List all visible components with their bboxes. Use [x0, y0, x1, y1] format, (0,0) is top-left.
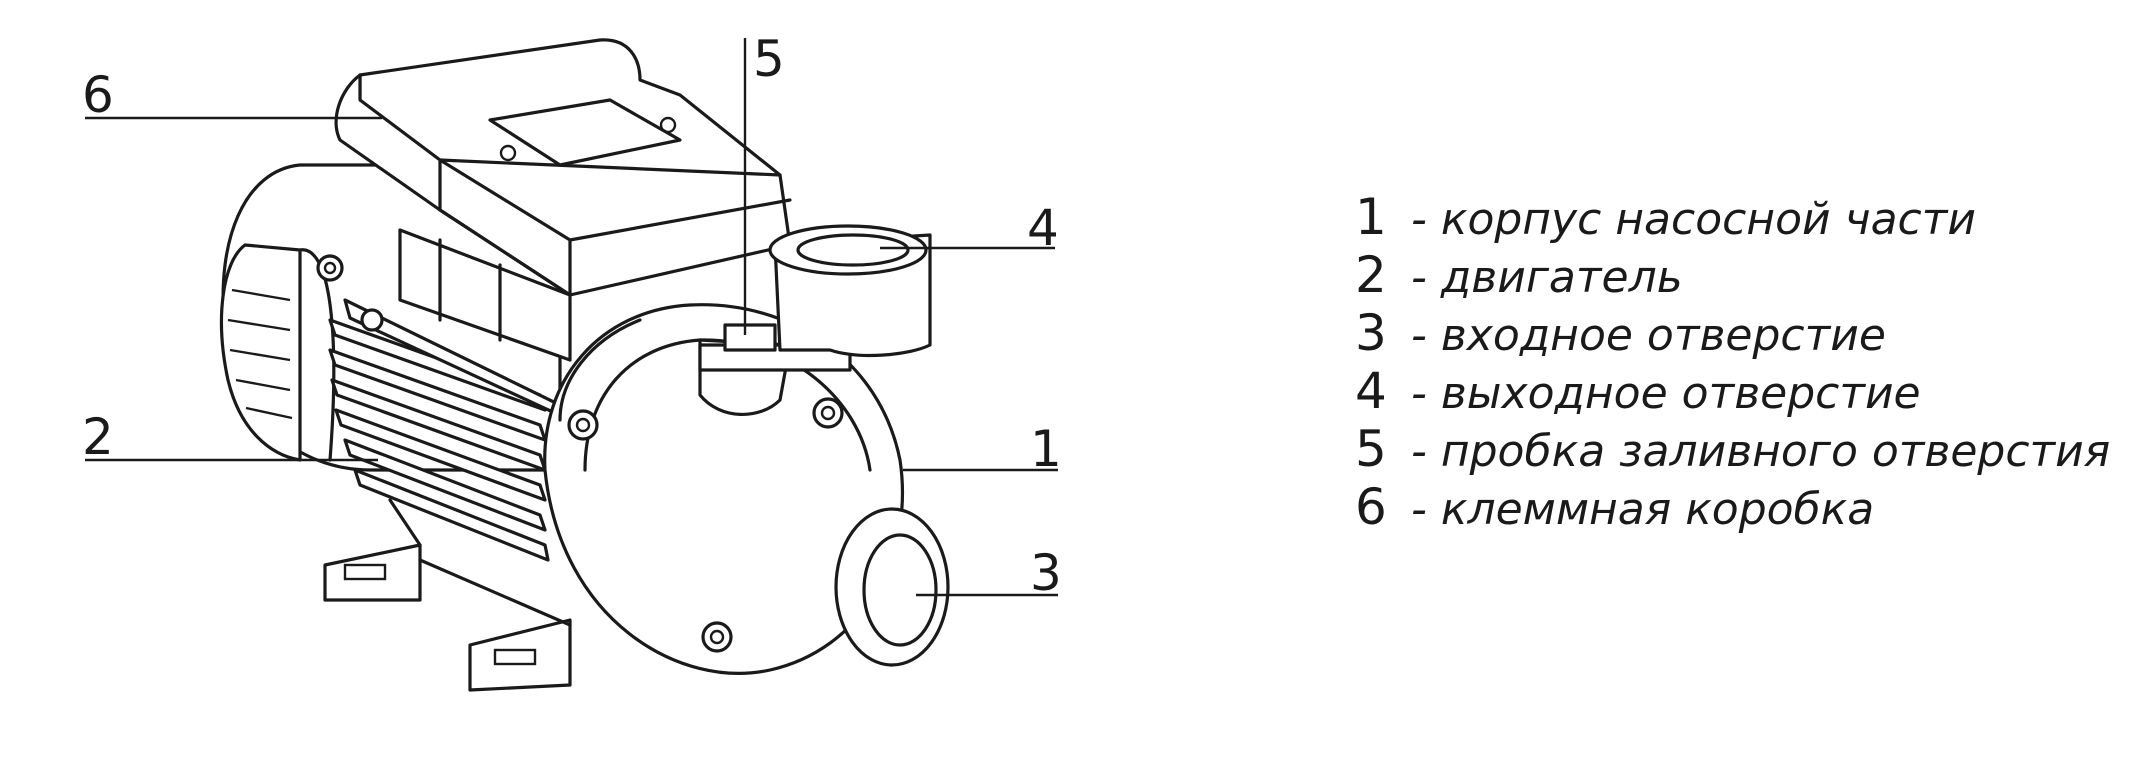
legend-item-3: 3 - входное отверстие [1355, 304, 2110, 362]
callout-number-5: 5 [753, 30, 785, 88]
motor-body [219, 163, 572, 562]
legend-number: 3 [1355, 304, 1387, 362]
legend-item-5: 5 - пробка заливного отверстия [1355, 420, 2110, 478]
inlet-port [834, 507, 950, 667]
callout-number-6: 6 [82, 66, 114, 124]
legend-text: - пробка заливного отверстия [1411, 426, 2111, 477]
parts-legend: 1 - корпус насосной части 2 - двигатель … [1355, 188, 2110, 536]
legend-item-4: 4 - выходное отверстие [1355, 362, 2110, 420]
legend-text: - корпус насосной части [1411, 194, 1976, 245]
callout-number-4: 4 [1027, 199, 1059, 257]
legend-number: 1 [1355, 188, 1387, 246]
legend-text: - выходное отверстие [1411, 368, 1921, 419]
legend-number: 5 [1355, 420, 1387, 478]
callout-number-1: 1 [1030, 420, 1062, 478]
legend-text: - входное отверстие [1411, 310, 1886, 361]
callout-number-3: 3 [1030, 544, 1062, 602]
legend-text: - клеммная коробка [1411, 484, 1875, 535]
legend-number: 6 [1355, 478, 1387, 536]
legend-item-1: 1 - корпус насосной части [1355, 188, 2110, 246]
legend-number: 2 [1355, 246, 1387, 304]
legend-item-2: 2 - двигатель [1355, 246, 2110, 304]
terminal-box [334, 38, 792, 362]
pump-base [323, 498, 572, 692]
legend-number: 4 [1355, 362, 1387, 420]
legend-text: - двигатель [1411, 252, 1683, 303]
legend-item-6: 6 - клеммная коробка [1355, 478, 2110, 536]
outlet-port [768, 224, 932, 358]
pump-drawing: 6 2 5 4 1 3 [82, 30, 1062, 692]
callout-number-2: 2 [82, 408, 114, 466]
